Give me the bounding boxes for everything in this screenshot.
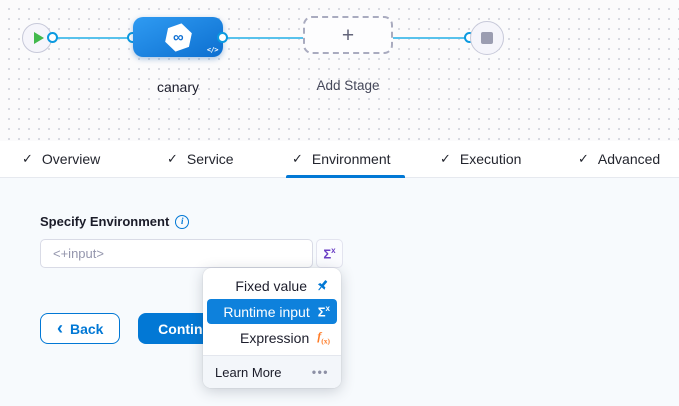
check-icon: ✓ xyxy=(578,151,589,166)
check-icon: ✓ xyxy=(167,151,178,166)
connector-port xyxy=(47,32,58,43)
specify-environment-row: Specify Environment i xyxy=(40,214,190,229)
specify-environment-label: Specify Environment xyxy=(40,214,170,229)
back-button[interactable]: ‹ Back xyxy=(40,313,121,344)
pin-icon xyxy=(317,280,328,291)
play-icon xyxy=(33,32,44,44)
tab-label: Environment xyxy=(311,151,391,167)
active-tab-underline xyxy=(286,175,405,178)
code-icon: </> xyxy=(206,46,219,54)
chevron-left-icon: ‹ xyxy=(57,317,63,338)
check-icon: ✓ xyxy=(292,151,303,166)
tab-label: Advanced xyxy=(597,151,661,167)
stage-config-tabbar: ✓ Overview ✓ Service ✓ Environment ✓ Exe… xyxy=(0,141,679,178)
pipeline-edge xyxy=(223,37,303,39)
plus-icon: + xyxy=(341,23,355,47)
check-icon: ✓ xyxy=(22,151,33,166)
input-type-menu: Fixed value Runtime input Σx Expression … xyxy=(203,268,341,355)
infinity-icon: ∞ xyxy=(172,28,184,46)
info-icon[interactable]: i xyxy=(175,214,190,229)
stage-node-canary[interactable]: ∞ </> xyxy=(133,17,223,57)
tab-advanced[interactable]: ✓ Advanced xyxy=(578,141,660,177)
input-type-dropdown: Fixed value Runtime input Σx Expression … xyxy=(203,268,341,388)
add-stage-button[interactable]: + xyxy=(303,16,393,54)
sigma-icon: Σx xyxy=(317,303,330,320)
pipeline-edge xyxy=(393,37,470,39)
tab-overview[interactable]: ✓ Overview xyxy=(22,141,100,177)
menu-item-fixed-value[interactable]: Fixed value xyxy=(207,273,337,298)
runtime-input-type-button[interactable]: Σx xyxy=(316,239,343,268)
learn-more-row[interactable]: Learn More ••• xyxy=(203,355,341,388)
tab-label: Execution xyxy=(459,151,522,167)
menu-item-runtime-input[interactable]: Runtime input Σx xyxy=(207,299,337,324)
ellipsis-icon: ••• xyxy=(311,365,329,379)
tab-service[interactable]: ✓ Service xyxy=(167,141,234,177)
check-icon: ✓ xyxy=(440,151,451,166)
tab-label: Service xyxy=(186,151,234,167)
pipeline-end-node[interactable] xyxy=(470,21,504,55)
menu-item-expression[interactable]: Expression f(x) xyxy=(239,329,330,346)
pipeline-edge xyxy=(52,37,133,39)
fx-icon: f(x) xyxy=(317,329,330,346)
learn-more-label: Learn More xyxy=(215,364,282,380)
tab-execution[interactable]: ✓ Execution xyxy=(440,141,521,177)
tab-environment[interactable]: ✓ Environment xyxy=(292,141,391,177)
tab-label: Overview xyxy=(41,151,101,167)
stage-name-label: canary xyxy=(156,79,200,95)
sigma-icon: Σx xyxy=(323,245,336,262)
add-stage-label: Add Stage xyxy=(316,78,380,93)
connector-port xyxy=(217,32,228,43)
environment-input[interactable] xyxy=(40,239,313,268)
back-button-label: Back xyxy=(70,320,104,337)
deployment-hexagon-icon: ∞ xyxy=(162,20,194,54)
stop-icon xyxy=(481,32,493,44)
pipeline-canvas: ∞ </> canary + Add Stage xyxy=(0,0,679,141)
